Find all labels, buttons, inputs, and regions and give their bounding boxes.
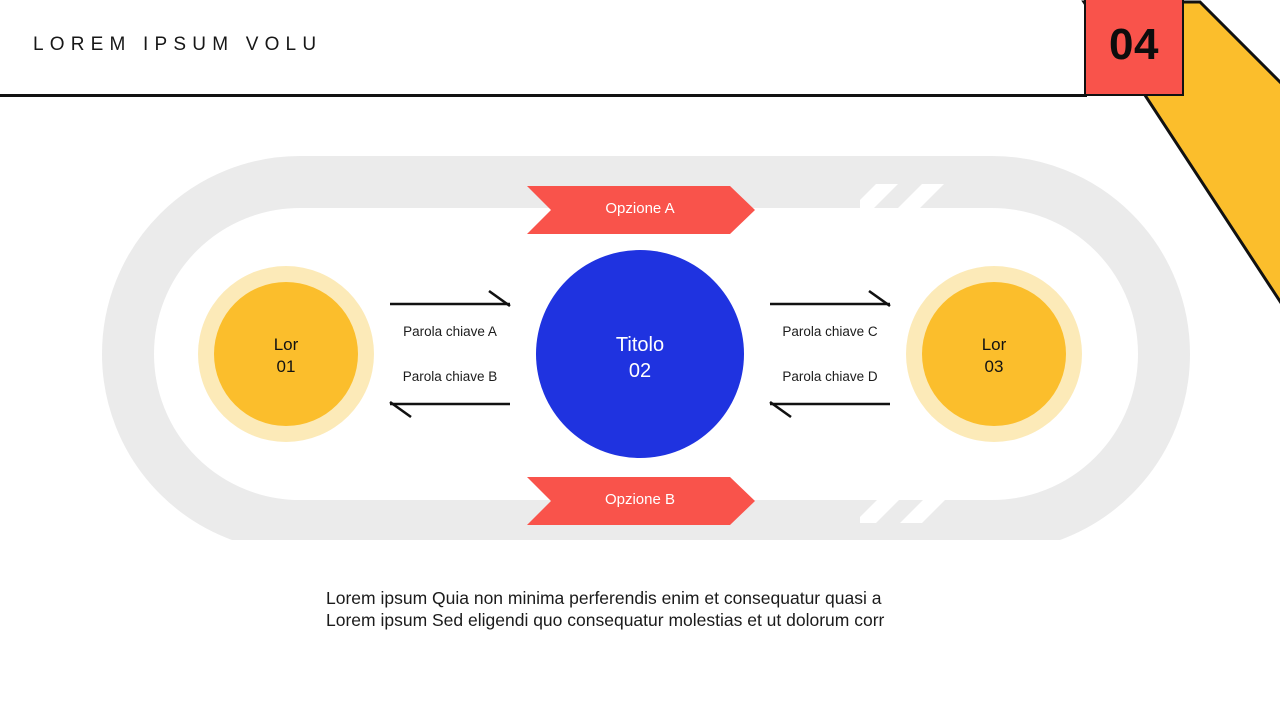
banner-opzione-a[interactable] xyxy=(527,186,755,234)
arrow-keyword-b xyxy=(389,400,510,419)
slide-number-value: 04 xyxy=(1109,20,1159,69)
keyword-a-label: Parola chiave A xyxy=(403,324,497,339)
cycle-diagram xyxy=(0,120,1280,540)
slide-number-badge: 04 xyxy=(1084,0,1184,96)
body-copy: Lorem ipsum Quia non minima perferendis … xyxy=(326,587,1026,631)
node-02[interactable] xyxy=(536,250,744,458)
chevron-row-bottom-right xyxy=(860,475,946,523)
node-01-line1: Lor xyxy=(273,335,299,354)
page-title: LOREM IPSUM VOLU xyxy=(33,34,323,55)
node-02-line1: Titolo xyxy=(615,334,665,356)
node-01-label: Lor 01 xyxy=(226,334,346,379)
banner-opzione-b[interactable] xyxy=(527,477,755,525)
node-02-label: Titolo 02 xyxy=(560,332,720,385)
arrow-keyword-a xyxy=(390,289,511,308)
header-divider xyxy=(0,94,1087,97)
node-03-label: Lor 03 xyxy=(934,334,1054,379)
body-copy-line1: Lorem ipsum Quia non minima perferendis … xyxy=(326,588,882,608)
node-03-line1: Lor xyxy=(981,335,1007,354)
arrow-keyword-c xyxy=(770,289,891,308)
diagram-canvas xyxy=(102,156,1190,540)
node-01[interactable] xyxy=(198,266,374,442)
node-03[interactable] xyxy=(906,266,1082,442)
node-02-line2: 02 xyxy=(628,360,652,383)
banner-opzione-a-label: Opzione A xyxy=(605,200,675,217)
keyword-b-label: Parola chiave B xyxy=(402,369,498,384)
node-03-line2: 03 xyxy=(984,357,1004,377)
body-copy-line2: Lorem ipsum Sed eligendi quo consequatur… xyxy=(326,610,885,630)
banner-opzione-b-label: Opzione B xyxy=(604,491,676,508)
cycle-track xyxy=(102,156,1190,540)
node-01-line2: 01 xyxy=(276,357,296,377)
chevron-row-top-right xyxy=(860,184,944,232)
keyword-c-label: Parola chiave C xyxy=(782,324,878,339)
arrow-keyword-d xyxy=(769,400,890,419)
keyword-d-label: Parola chiave D xyxy=(782,369,878,384)
